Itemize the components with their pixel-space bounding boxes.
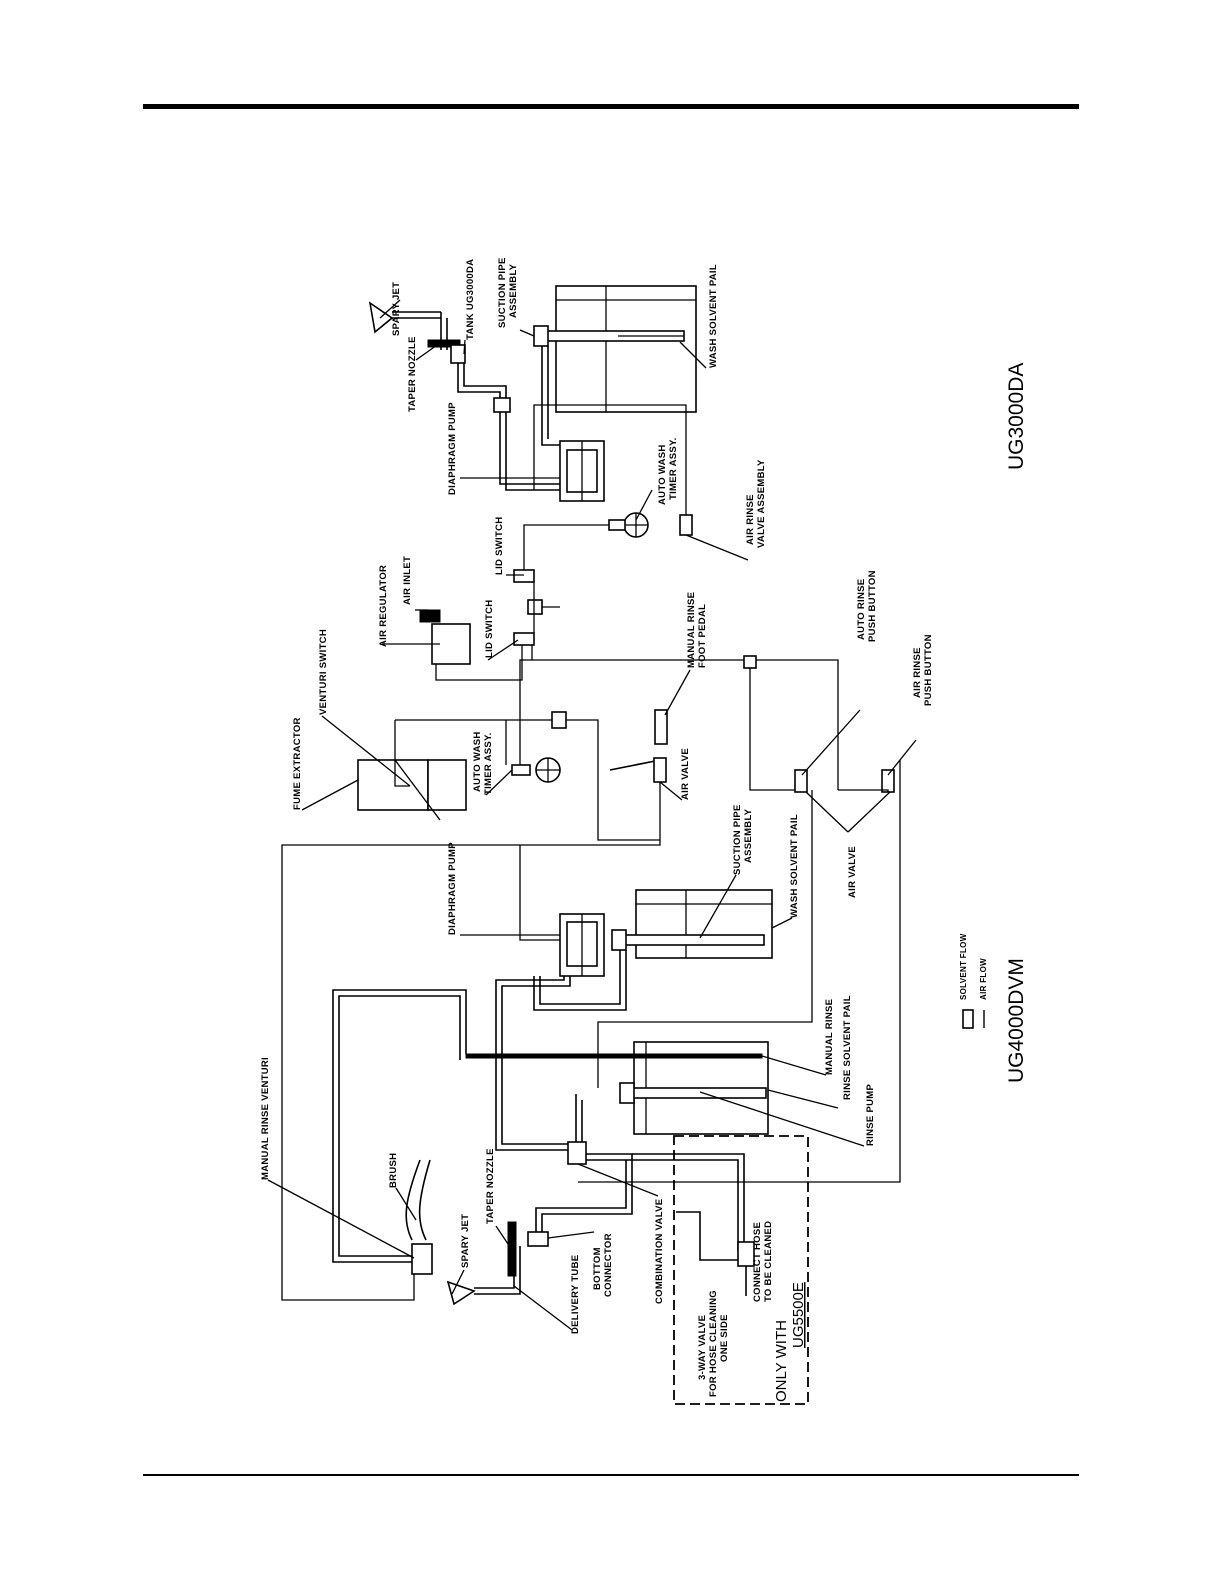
wash-solvent-pail-top — [555, 285, 697, 413]
label-air-rinse-valve-2: VALVE ASSEMBLY — [756, 459, 767, 548]
label-suction-pipe-top-2: ASSEMBLY — [508, 263, 519, 318]
footer-rule — [143, 1474, 1079, 1476]
delivery-tube — [474, 1246, 521, 1295]
ug3000da-system — [368, 285, 839, 791]
label-air-rinse-pb-2: PUSH BUTTON — [923, 634, 934, 706]
label-air-inlet: AIR INLET — [402, 556, 413, 605]
label-rinse-pump: RINSE PUMP — [865, 1084, 876, 1146]
combination-valve — [567, 1141, 587, 1165]
legend-solvent-flow: SOLVENT FLOW — [959, 933, 968, 1000]
label-auto-rinse-pb-2: PUSH BUTTON — [867, 570, 878, 642]
label-manual-rinse-pedal: MANUAL RINSE — [686, 592, 697, 668]
auto-rinse-push-button — [794, 769, 808, 793]
legend: SOLVENT FLOW AIR FLOW — [959, 933, 988, 1029]
label-air-rinse-pb: AIR RINSE — [912, 647, 923, 698]
label-auto-wash-bottom-2: TIMER ASSY. — [483, 732, 494, 795]
label-three-way-valve-2: FOR HOSE CLEANING — [708, 1290, 719, 1397]
label-lid-switch-2: LID SWITCH — [484, 600, 495, 658]
ug4000dvm-system — [281, 659, 901, 1405]
label-fume-extractor: FUME EXTRACTOR — [292, 717, 303, 810]
wash-solvent-pail-bottom — [635, 889, 773, 959]
suction-pipe-bottom — [615, 934, 765, 946]
rinse-pump — [623, 1087, 767, 1099]
labels: SPARY JET TAPER NOZZLE TANK UG3000DA SUC… — [260, 257, 934, 1402]
label-taper-nozzle-bottom: TAPER NOZZLE — [485, 1148, 496, 1224]
label-three-way-valve: 3-WAY VALVE — [697, 1315, 708, 1380]
label-spary-jet-top: SPARY JET — [391, 282, 402, 336]
label-bottom-connector-2: CONNECTOR — [603, 1233, 614, 1297]
label-three-way-valve-3: ONE SIDE — [719, 1314, 730, 1362]
brush — [405, 1159, 421, 1241]
label-delivery-tube: DELIVERY TUBE — [570, 1255, 581, 1334]
label-wash-pail-top: WASH SOLVENT PAIL — [708, 264, 719, 368]
label-air-valve-2: AIR VALVE — [847, 846, 858, 898]
label-diaphragm-pump-top: DIAPHRAGM PUMP — [447, 402, 458, 495]
lid-switch-2 — [513, 632, 535, 646]
label-rinse-pail: RINSE SOLVENT PAIL — [842, 995, 853, 1100]
label-suction-pipe-bottom: SUCTION PIPE — [732, 804, 743, 875]
model-ug3000da: UG3000DA — [1005, 363, 1028, 470]
label-taper-nozzle-top: TAPER NOZZLE — [407, 336, 418, 412]
label-only-with: ONLY WITH — [773, 1320, 790, 1402]
lid-switch-1 — [513, 569, 535, 583]
label-bottom-connector: BOTTOM — [592, 1247, 603, 1290]
spary-jet-bottom — [446, 1280, 476, 1306]
label-wash-pail-bottom: WASH SOLVENT PAIL — [789, 814, 800, 918]
label-ug5500e: UG5500E — [790, 1282, 807, 1348]
label-venturi-switch: VENTURI SWITCH — [318, 629, 329, 715]
label-combination-valve: COMBINATION VALVE — [654, 1199, 665, 1304]
manual-rinse-venturi — [411, 1243, 433, 1275]
label-connect-hose-2: TO BE CLEANED — [763, 1221, 774, 1302]
label-air-rinse-valve: AIR RINSE — [745, 494, 756, 545]
label-tank: TANK UG3000DA — [465, 259, 476, 340]
label-air-regulator: AIR REGULATOR — [378, 565, 389, 647]
air-inlet — [419, 609, 441, 623]
tank-ug3000da — [450, 344, 466, 364]
label-manual-rinse-venturi: MANUAL RINSE VENTURI — [260, 1057, 271, 1180]
leader-lines — [267, 299, 917, 1331]
air-rinse-valve-assembly — [679, 514, 693, 536]
legend-solvent-swatch — [962, 1009, 974, 1029]
label-spary-jet-bottom: SPARY JET — [460, 1214, 471, 1268]
bottom-connector — [527, 1231, 549, 1247]
taper-nozzle-top — [427, 339, 461, 348]
air-valve-1 — [653, 757, 667, 783]
label-auto-rinse-pb: AUTO RINSE — [856, 579, 867, 640]
label-diaphragm-pump-bottom: DIAPHRAGM PUMP — [447, 842, 458, 935]
label-connect-hose: CONNECT HOSE — [752, 1222, 763, 1302]
label-brush: BRUSH — [388, 1153, 399, 1188]
label-manual-rinse-pedal-2: FOOT PEDAL — [697, 604, 708, 668]
label-auto-wash-bottom: AUTO WASH — [472, 731, 483, 792]
label-suction-pipe-top: SUCTION PIPE — [497, 257, 508, 328]
model-ug4000dvm: UG4000DVM — [1005, 958, 1028, 1083]
legend-air-flow: AIR FLOW — [979, 958, 988, 1000]
label-lid-switch-1: LID SWITCH — [494, 517, 505, 575]
manual-rinse-pipe — [465, 1053, 763, 1059]
fume-extractor — [357, 759, 429, 811]
label-air-valve-1: AIR VALVE — [680, 748, 691, 800]
header-rule — [143, 104, 1079, 109]
air-rinse-push-button — [881, 769, 895, 793]
manual-rinse-foot-pedal — [609, 759, 661, 771]
ug5500e-option-box — [673, 1135, 809, 1405]
label-manual-rinse: MANUAL RINSE — [824, 999, 835, 1075]
label-auto-wash-top: AUTO WASH — [657, 444, 668, 505]
label-suction-pipe-bottom-2: ASSEMBLY — [743, 808, 754, 863]
label-auto-wash-top-2: TIMER ASSY. — [668, 437, 679, 500]
spary-jet-top — [368, 301, 394, 334]
